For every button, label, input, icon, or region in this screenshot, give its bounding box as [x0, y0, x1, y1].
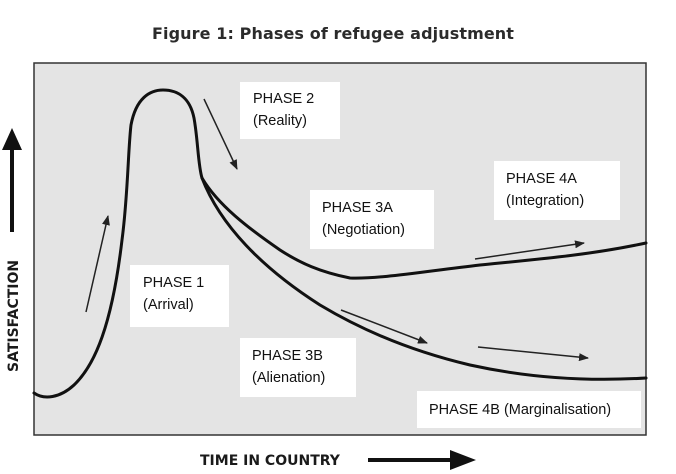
integration-arrow — [474, 240, 585, 260]
marginalisation-curve — [200, 176, 648, 381]
arrival-arrow — [85, 215, 110, 313]
phase3b-subtitle: (Alienation) — [252, 370, 325, 386]
x-axis-arrow-head — [450, 450, 476, 470]
phase3b-title: PHASE 3B — [252, 348, 323, 364]
phase3a-label: PHASE 3A (Negotiation) — [310, 190, 434, 249]
x-axis: TIME IN COUNTRY — [200, 450, 476, 470]
phase1-subtitle: (Arrival) — [143, 297, 194, 313]
figure-title: Figure 1: Phases of refugee adjustment — [151, 24, 515, 43]
phase2-label: PHASE 2 (Reality) — [240, 82, 340, 139]
x-axis-label: TIME IN COUNTRY — [200, 453, 341, 469]
y-axis-arrow-head — [2, 128, 22, 150]
phase4a-title: PHASE 4A — [506, 171, 577, 187]
y-axis-label: SATISFACTION — [6, 260, 22, 372]
marginalisation-arrow — [477, 346, 589, 362]
phase4a-label: PHASE 4A (Integration) — [494, 161, 620, 220]
phase2-subtitle: (Reality) — [253, 113, 307, 129]
alienation-arrow — [340, 309, 428, 344]
reality-arrow — [203, 98, 238, 170]
y-axis: SATISFACTION — [2, 128, 22, 372]
phase1-label: PHASE 1 (Arrival) — [130, 265, 229, 327]
integration-curve — [32, 88, 648, 399]
phase3a-subtitle: (Negotiation) — [322, 222, 405, 238]
phase4b-title: PHASE 4B (Marginalisation) — [429, 402, 611, 418]
phase3a-title: PHASE 3A — [322, 200, 393, 216]
phase4b-label: PHASE 4B (Marginalisation) — [417, 391, 641, 428]
phase2-title: PHASE 2 — [253, 91, 314, 107]
phase1-title: PHASE 1 — [143, 275, 204, 291]
phase4a-subtitle: (Integration) — [506, 193, 584, 209]
phase3b-label: PHASE 3B (Alienation) — [240, 338, 356, 397]
